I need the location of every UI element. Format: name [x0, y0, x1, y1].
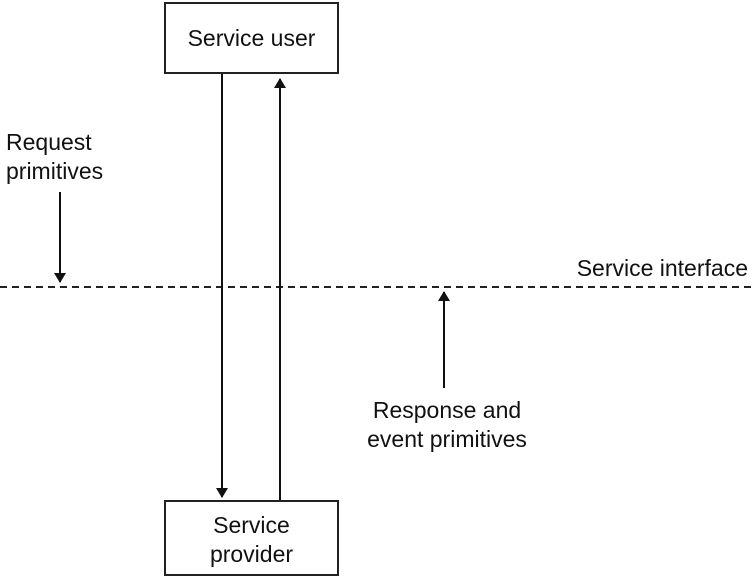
service-user-label: Service user — [187, 24, 316, 51]
response-event-primitives-label: Response and event primitives — [352, 396, 542, 454]
service-provider-label-line1: Service — [213, 512, 290, 538]
request-primitives-line2: primitives — [6, 158, 104, 184]
service-interface-label: Service interface — [576, 255, 748, 281]
service-provider-box: Service provider — [164, 500, 339, 576]
service-provider-label-line2: provider — [209, 541, 294, 567]
request-primitives-label: Request primitives — [6, 128, 103, 186]
response-primitives-line1: Response and — [372, 397, 522, 423]
request-primitives-line1: Request — [6, 129, 92, 155]
service-user-box: Service user — [164, 2, 339, 74]
response-primitives-line2: event primitives — [367, 426, 527, 452]
